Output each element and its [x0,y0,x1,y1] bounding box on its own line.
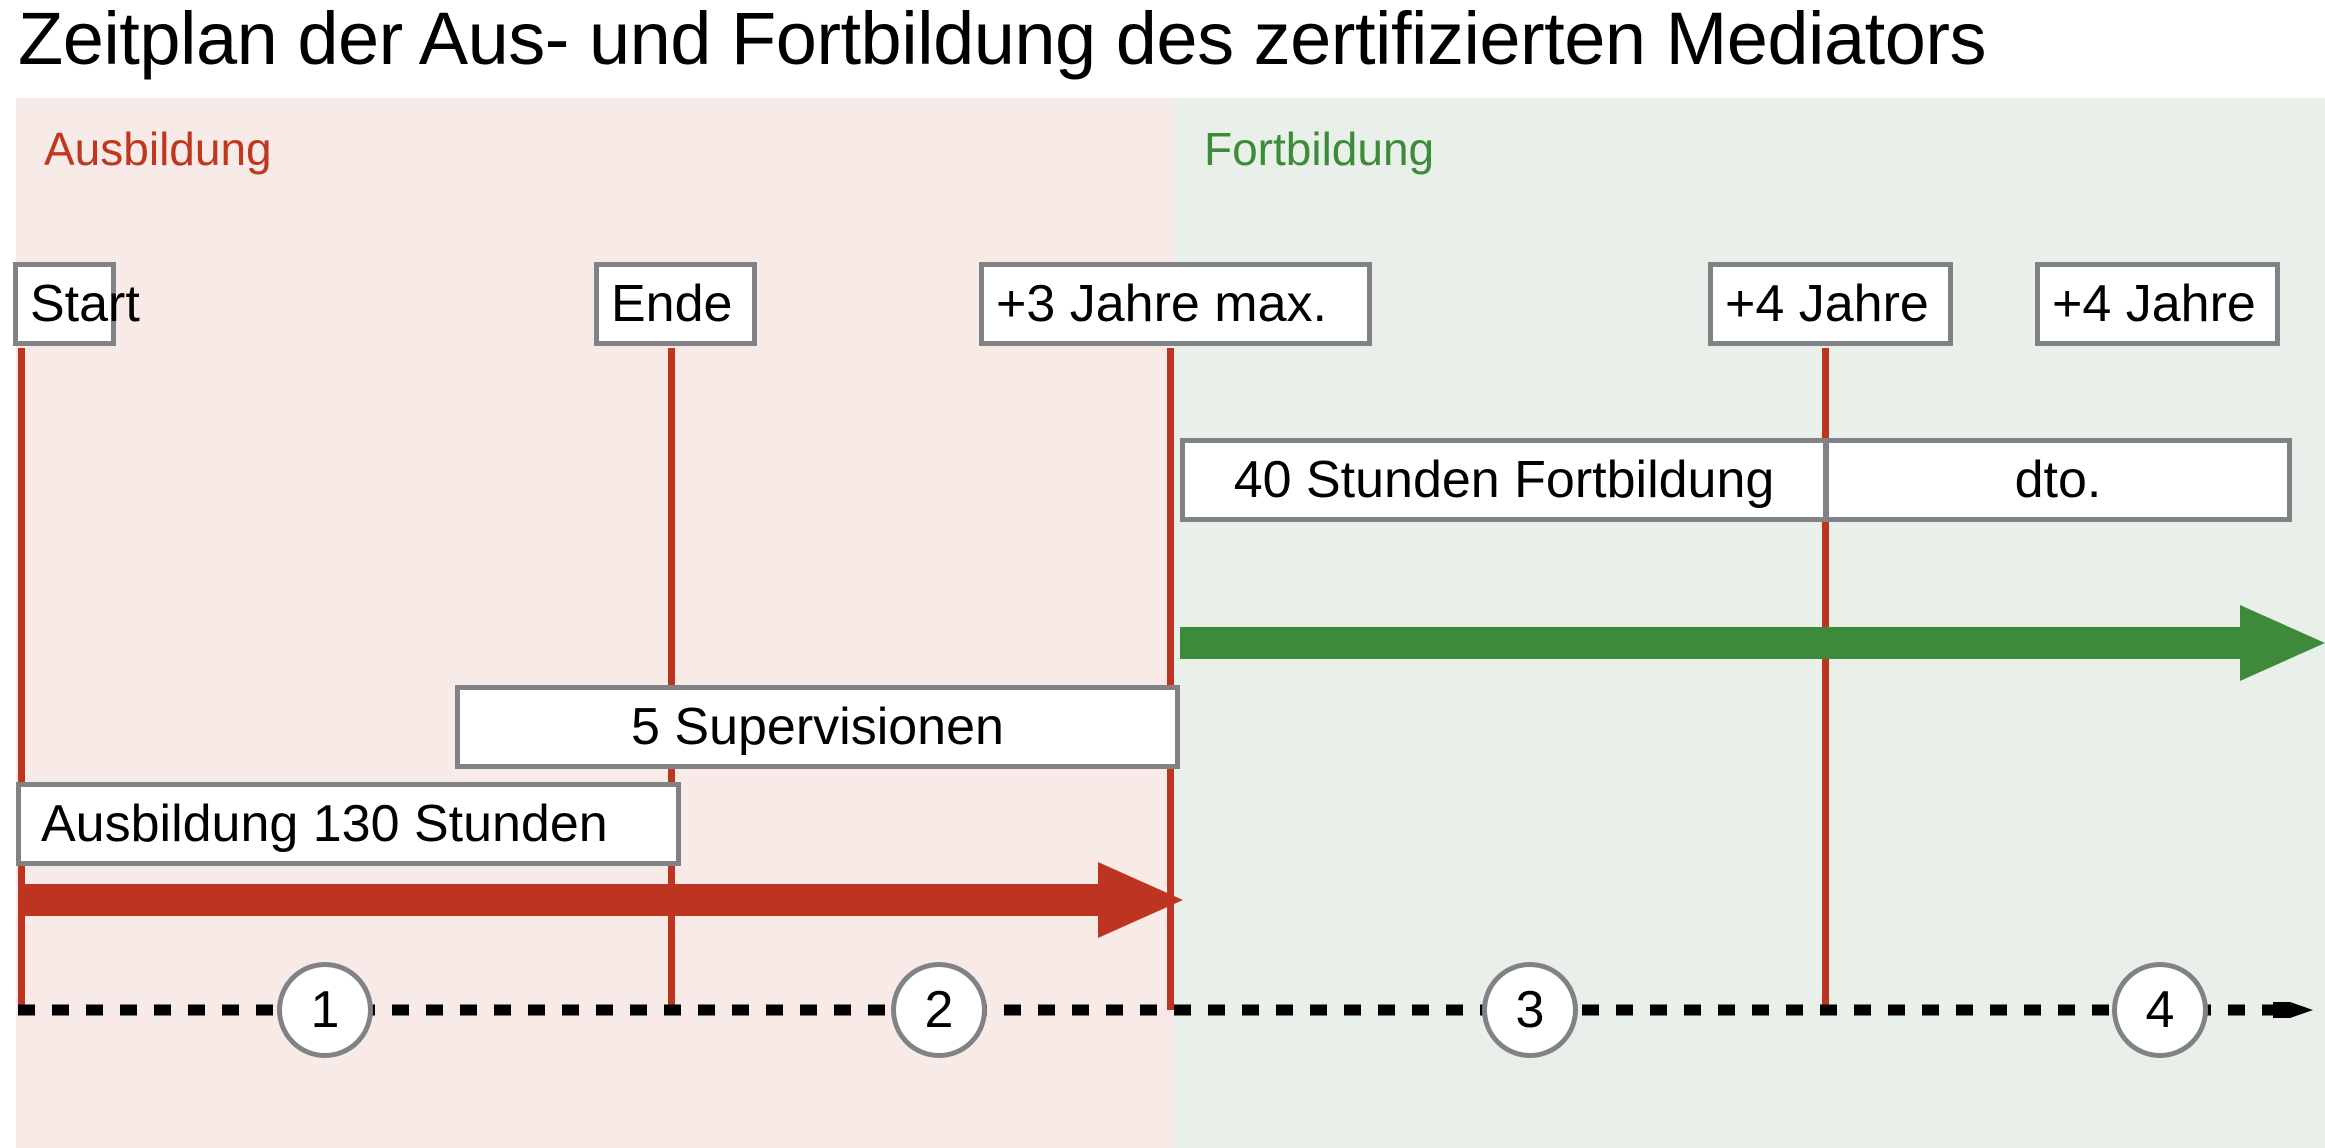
activity-bar-40-stunden-fortbildung: 40 Stunden Fortbildung [1180,438,1828,522]
step-circle-4: 4 [2112,962,2208,1058]
milestone-label: Ende [611,275,733,333]
step-number: 2 [924,981,954,1039]
tick-line-start [18,348,25,1010]
step-circle-3: 3 [1482,962,1578,1058]
activity-bar-label: Ausbildung 130 Stunden [41,795,608,853]
ausbildung-arrow [18,862,1183,938]
tick-line-plus3-jahre-max [1167,348,1174,1010]
tick-line-ende [668,348,675,1010]
milestone-label: +3 Jahre max. [996,275,1327,333]
milestone-label: +4 Jahre [2052,275,2256,333]
activity-bar-ausbildung-130-stunden: Ausbildung 130 Stunden [16,782,681,866]
timeline-axis [18,1002,2313,1018]
fortbildung-arrow [1180,605,2325,681]
milestone-box-plus4-jahre-first: +4 Jahre [1708,262,1953,346]
phase-panel-ausbildung: Ausbildung [16,98,1174,1148]
phase-label-fortbildung: Fortbildung [1204,123,1435,175]
page-title: Zeitplan der Aus- und Fortbildung des ze… [18,0,1987,80]
activity-bar-dto: dto. [1824,438,2292,522]
milestone-box-plus3-jahre-max: +3 Jahre max. [979,262,1372,346]
tick-line-plus4-jahre [1822,348,1829,1010]
milestone-label: Start [30,275,140,333]
step-number: 3 [1515,981,1545,1039]
activity-bar-label: 5 Supervisionen [631,698,1004,756]
milestone-box-ende: Ende [594,262,757,346]
milestone-box-start: Start [13,262,140,346]
step-circle-1: 1 [277,962,373,1058]
phase-label-ausbildung: Ausbildung [44,123,272,175]
activity-bar-5-supervisionen: 5 Supervisionen [455,685,1180,769]
step-number: 4 [2145,981,2175,1039]
step-circle-2: 2 [891,962,987,1058]
activity-bar-label: dto. [2014,451,2102,509]
step-number: 1 [310,981,340,1039]
milestone-box-plus4-jahre-second: +4 Jahre [2035,262,2280,346]
milestone-label: +4 Jahre [1725,275,1929,333]
activity-bar-label: 40 Stunden Fortbildung [1233,451,1775,509]
